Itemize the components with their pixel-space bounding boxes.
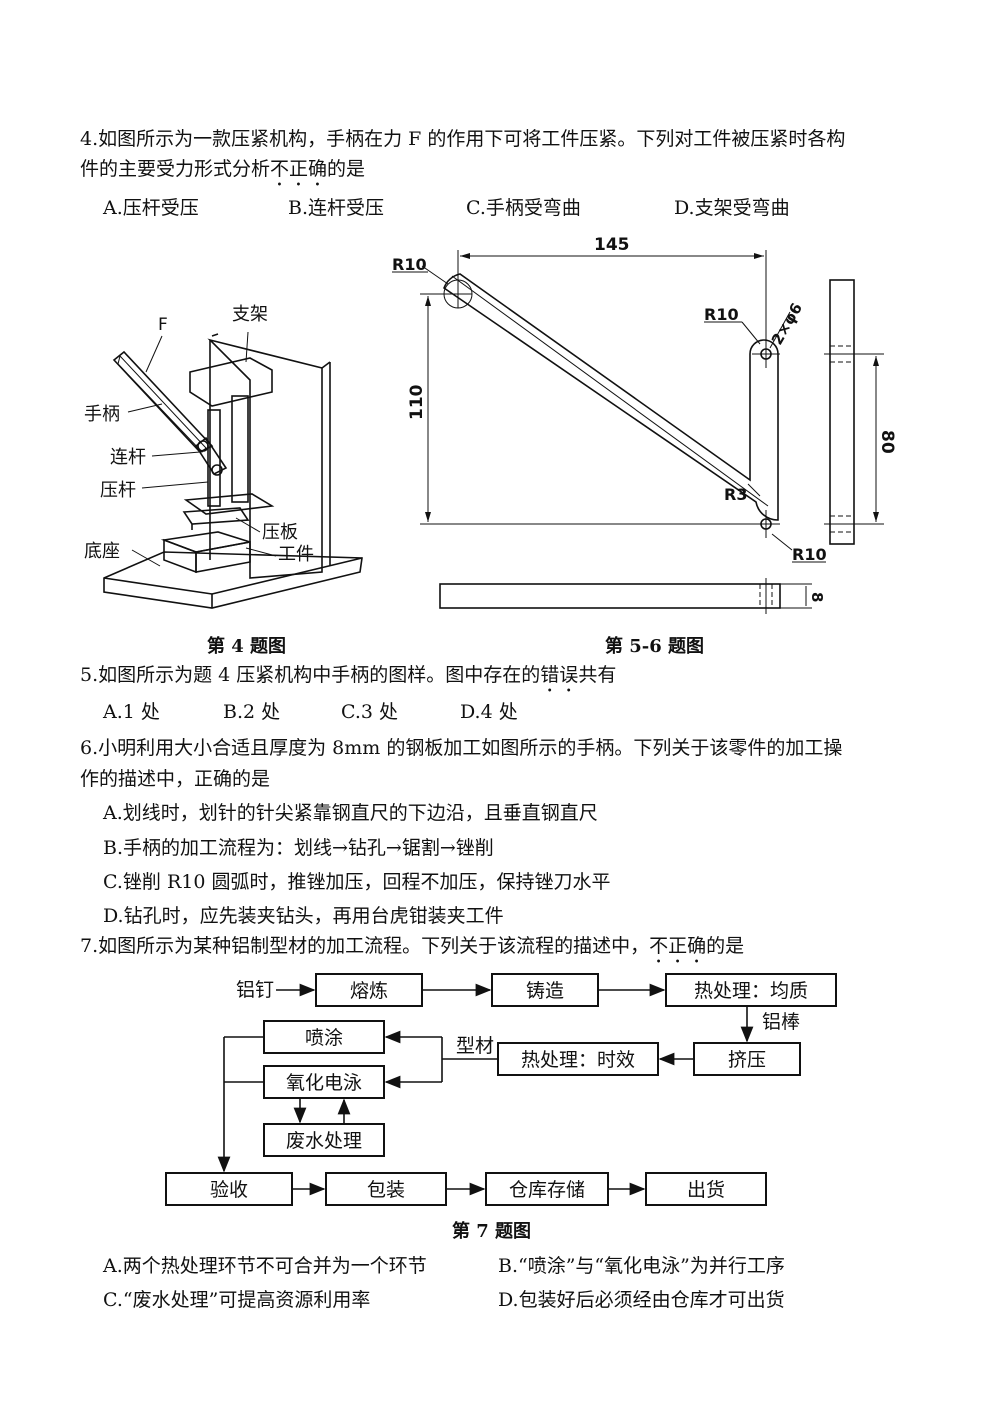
label-shoubing: 手柄: [84, 404, 120, 425]
q6-stem-line2: 作的描述中，正确的是: [80, 768, 271, 790]
dim-r10-bottom: R10: [792, 545, 827, 564]
label-zhijia: 支架: [232, 304, 268, 325]
q4-stem-line1: 4.如图所示为一款压紧机构，手柄在力 F 的作用下可将工件压紧。下列对工件被压紧…: [80, 128, 846, 150]
label-liangan: 连杆: [110, 447, 146, 468]
flow-store: 仓库存储: [509, 1179, 585, 1201]
q7-option-c[interactable]: C.“废水处理”可提高资源利用率: [103, 1289, 371, 1311]
label-dizuo: 底座: [84, 541, 120, 562]
flow-homog: 热处理：均质: [694, 980, 808, 1002]
q4-option-d[interactable]: D.支架受弯曲: [674, 197, 790, 219]
q6-option-a[interactable]: A.划线时，划针的针尖紧靠钢直尺的下边沿，且垂直钢直尺: [103, 802, 598, 824]
q7-option-d[interactable]: D.包装好后必须经由仓库才可出货: [498, 1289, 785, 1311]
fig7-caption: 第 7 题图: [452, 1221, 532, 1242]
dim-8: 8: [808, 592, 826, 602]
box-melt: [315, 973, 423, 1007]
q4-option-a[interactable]: A.压杆受压: [103, 197, 199, 219]
flow-melt: 熔炼: [350, 980, 388, 1002]
box-store: [485, 1172, 609, 1206]
box-extrude: [693, 1042, 801, 1076]
flow-extrude: 挤压: [728, 1049, 766, 1071]
flow-rod: 铝棒: [762, 1011, 800, 1033]
flow-check: 验收: [210, 1179, 248, 1201]
q5-option-b[interactable]: B.2 处: [223, 701, 281, 723]
dim-110: 110: [407, 384, 427, 420]
flow-aging: 热处理：时效: [521, 1049, 635, 1071]
q7-stem-tail: 的是: [706, 935, 745, 957]
q4-option-b[interactable]: B.连杆受压: [288, 197, 385, 219]
label-f: F: [158, 315, 168, 335]
q5-stem: 5.如图所示为题 4 压紧机构中手柄的图样。图中存在的错误共有: [80, 663, 616, 697]
dim-r3: R3: [724, 485, 747, 504]
box-spray: [263, 1020, 385, 1054]
flow-ship: 出货: [687, 1179, 725, 1201]
fig56-caption: 第 5-6 题图: [605, 636, 705, 657]
q4-option-c[interactable]: C.手柄受弯曲: [466, 197, 581, 219]
label-yaban: 压板: [262, 522, 298, 543]
q7-emphasis: 不正确: [649, 935, 707, 957]
q5-stem-tail: 共有: [578, 664, 617, 686]
dim-r10-right: R10: [704, 305, 739, 324]
flow-spray: 喷涂: [305, 1027, 343, 1049]
box-check: [165, 1172, 293, 1206]
q6-option-d[interactable]: D.钻孔时，应先装夹钻头，再用台虎钳装夹工件: [103, 905, 504, 927]
dim-145: 145: [594, 235, 630, 255]
q7-option-a[interactable]: A.两个热处理环节不可合并为一个环节: [103, 1255, 427, 1277]
q5-option-d[interactable]: D.4 处: [460, 701, 518, 723]
box-oxid: [263, 1065, 385, 1099]
flow-input: 铝钉: [236, 979, 274, 1001]
label-yagan: 压杆: [100, 480, 136, 501]
q4-stem-text: 件的主要受力形式分析: [80, 158, 271, 180]
q4-emphasis: 不正确: [270, 158, 328, 180]
flow-oxid: 氧化电泳: [286, 1072, 362, 1094]
label-gongjian: 工件: [278, 544, 314, 565]
q5-stem-text: 5.如图所示为题 4 压紧机构中手柄的图样。图中存在的: [80, 664, 541, 686]
q6-option-c[interactable]: C.锉削 R10 圆弧时，推锉加压，回程不加压，保持锉刀水平: [103, 871, 611, 893]
box-homog: [665, 973, 837, 1007]
q4-stem-line2: 件的主要受力形式分析不正确的是: [80, 157, 365, 191]
q7-stem-text: 7.如图所示为某种铝制型材的加工流程。下列关于该流程的描述中，: [80, 935, 650, 957]
dim-80: 80: [877, 430, 897, 454]
q6-stem-line1: 6.小明利用大小合适且厚度为 8mm 的钢板加工如图所示的手柄。下列关于该零件的…: [80, 737, 843, 759]
flow-cast: 铸造: [526, 980, 564, 1002]
q5-emphasis: 错误: [540, 664, 579, 686]
flow-pack: 包装: [367, 1179, 405, 1201]
flow-waste: 废水处理: [286, 1130, 362, 1152]
box-ship: [645, 1172, 767, 1206]
fig4-caption: 第 4 题图: [207, 636, 287, 657]
box-waste: [263, 1123, 385, 1157]
q5-option-a[interactable]: A.1 处: [103, 701, 160, 723]
q7-stem: 7.如图所示为某种铝制型材的加工流程。下列关于该流程的描述中，不正确的是: [80, 934, 744, 968]
q4-stem-tail: 的是: [327, 158, 366, 180]
box-pack: [325, 1172, 447, 1206]
q7-option-b[interactable]: B.“喷涂”与“氧化电泳”为并行工序: [498, 1255, 785, 1277]
flow-profile: 型材: [456, 1035, 494, 1057]
q5-option-c[interactable]: C.3 处: [341, 701, 399, 723]
dim-r10-left: R10: [392, 255, 427, 274]
q6-option-b[interactable]: B.手柄的加工流程为：划线→钻孔→锯割→锉削: [103, 837, 494, 859]
